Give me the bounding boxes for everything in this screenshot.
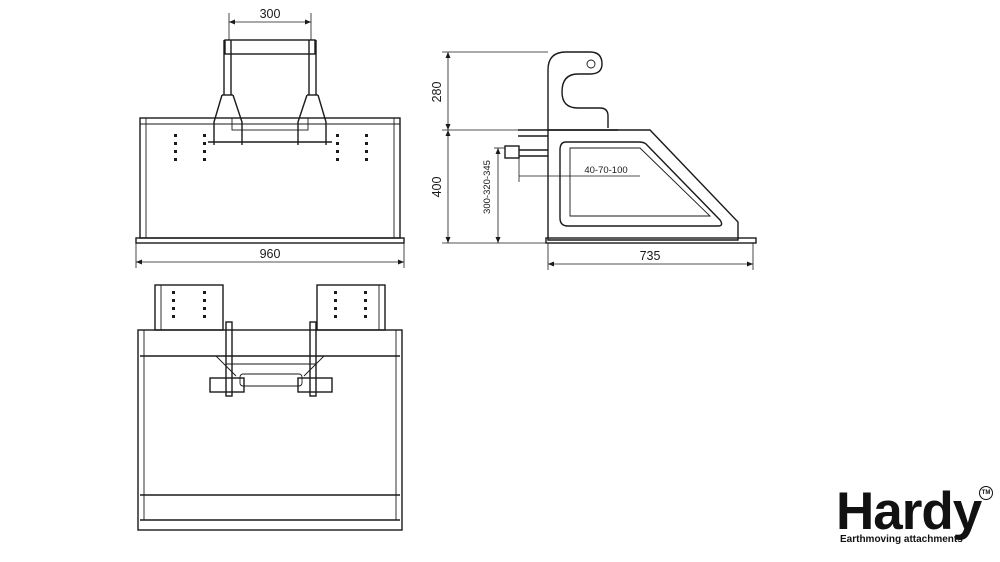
dim-side-adjust-height: 300-320-345 (482, 160, 493, 214)
dim-side-upper: 280 (430, 82, 444, 103)
mounting-plate-right (316, 284, 386, 331)
brand-tagline: Earthmoving attachments (840, 534, 963, 545)
side-view: 280 400 300-320-345 40-70-100 735 (430, 51, 757, 270)
front-hole-pattern (174, 134, 368, 161)
dim-side-lower: 400 (430, 177, 444, 198)
hitch-top-bar (224, 39, 316, 55)
bucket-top-body (137, 329, 403, 531)
mounting-plate-left (154, 284, 224, 331)
front-view: 300 960 (135, 7, 405, 268)
brand-name: Hardy (836, 482, 982, 541)
side-frame (547, 129, 739, 241)
top-hole-pattern (172, 291, 367, 318)
brand-logo: Hardy TM Earthmoving attachments (836, 482, 996, 550)
dim-side-depth: 735 (640, 249, 661, 263)
cutting-blade (135, 237, 405, 244)
dim-side-adjust-offset: 40-70-100 (584, 165, 627, 176)
bucket-body (139, 117, 401, 239)
dim-front-width: 960 (260, 247, 281, 261)
dim-top-width: 300 (260, 7, 281, 21)
trademark-mark: TM (979, 486, 993, 500)
top-view (137, 284, 403, 531)
